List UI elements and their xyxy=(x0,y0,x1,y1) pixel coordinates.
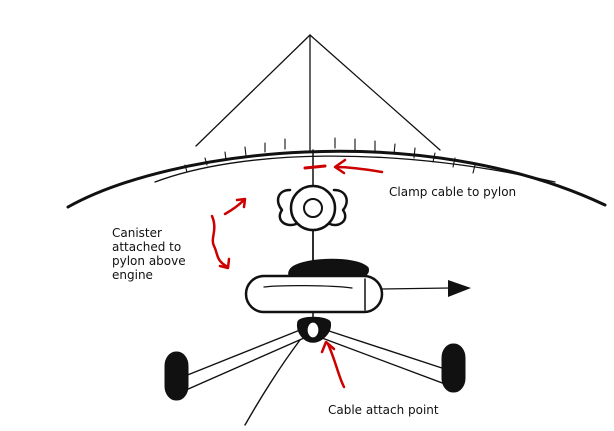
clamp-annotation-arrow xyxy=(303,158,384,175)
clamp-assembly xyxy=(276,184,348,263)
attach-annotation-arrow xyxy=(320,340,346,389)
thrust-line xyxy=(381,287,451,290)
wing-trailing-edge xyxy=(154,155,556,183)
cable-attach-eye xyxy=(306,321,320,339)
undercarriage xyxy=(179,329,449,426)
propeller-arrow-icon xyxy=(448,280,471,297)
canister-label: Canister attached to pylon above engine xyxy=(112,226,186,282)
wheel-left xyxy=(164,351,189,401)
clamp-label: Clamp cable to pylon xyxy=(389,185,517,199)
cable-attach-label: Cable attach point xyxy=(328,403,439,417)
rigging-wire-left xyxy=(195,34,311,147)
rigging-wire-right xyxy=(309,34,441,151)
wing-ribs xyxy=(184,137,476,174)
wing-leading-edge xyxy=(66,149,607,209)
canister xyxy=(244,274,384,314)
wheel-right xyxy=(441,343,466,393)
curved-arrow-icon xyxy=(210,197,247,270)
